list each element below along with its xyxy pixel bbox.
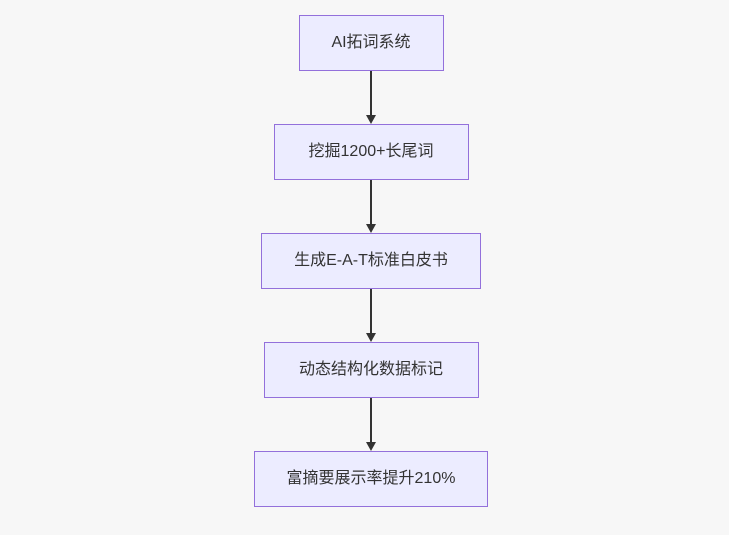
flow-edge-1 — [366, 71, 376, 124]
arrowhead-down-icon — [366, 115, 376, 124]
edge-line — [370, 71, 372, 115]
flowchart: AI拓词系统 挖掘1200+长尾词 生成E-A-T标准白皮书 动态结构化数据标记 — [254, 15, 488, 507]
edge-line — [370, 180, 372, 224]
flow-node-longtail-mining: 挖掘1200+长尾词 — [273, 124, 469, 180]
flow-node-label: 动态结构化数据标记 — [298, 361, 443, 378]
arrowhead-down-icon — [366, 442, 376, 451]
flow-node-rich-snippet-result: 富摘要展示率提升210% — [254, 451, 488, 507]
arrowhead-down-icon — [366, 224, 376, 233]
flow-edge-4 — [366, 398, 376, 451]
edge-line — [370, 398, 372, 442]
flow-node-label: 生成E-A-T标准白皮书 — [294, 252, 448, 269]
flow-node-label: 挖掘1200+长尾词 — [308, 143, 434, 160]
flow-node-structured-data-markup: 动态结构化数据标记 — [263, 342, 479, 398]
flow-node-ai-keyword-system: AI拓词系统 — [298, 15, 444, 71]
flow-node-label: AI拓词系统 — [331, 34, 411, 51]
flow-node-eat-whitepaper: 生成E-A-T标准白皮书 — [261, 233, 481, 289]
flow-edge-2 — [366, 180, 376, 233]
arrowhead-down-icon — [366, 333, 376, 342]
flow-edge-3 — [366, 289, 376, 342]
edge-line — [370, 289, 372, 333]
flow-node-label: 富摘要展示率提升210% — [286, 470, 456, 487]
